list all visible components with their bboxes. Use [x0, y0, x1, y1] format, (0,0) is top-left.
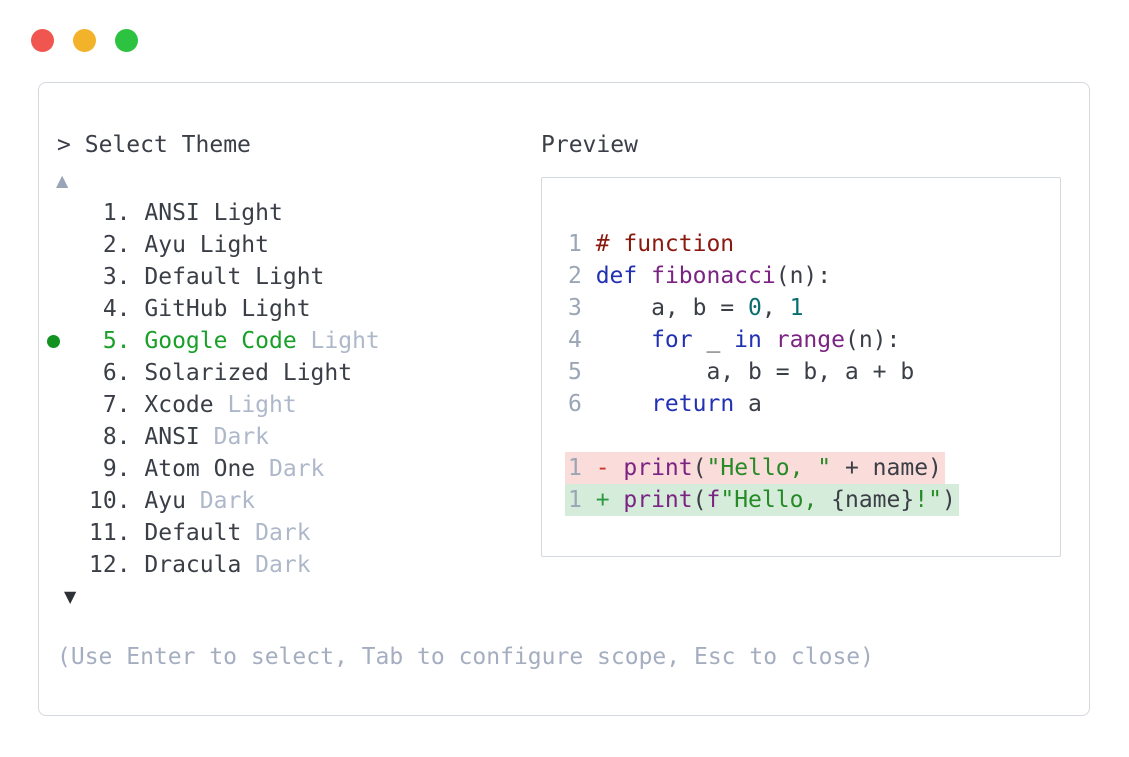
theme-variant: Light [310, 328, 380, 354]
minimize-window-button[interactable] [73, 29, 96, 52]
theme-name: Xcode [144, 392, 214, 418]
theme-number: 3. [102, 264, 131, 290]
theme-list-item[interactable]: 6. Solarized Light [47, 357, 541, 389]
line-number: 2 [568, 263, 582, 289]
theme-number: 9. [102, 456, 131, 482]
theme-variant: Dark [255, 520, 311, 546]
theme-name: GitHub [144, 296, 228, 322]
line-number: 3 [568, 295, 582, 321]
theme-variant: Dark [199, 488, 256, 514]
code-line: 6 return a [568, 388, 1042, 420]
theme-list-item[interactable]: 7. Xcode Light [47, 389, 541, 421]
theme-number: 2. [102, 232, 131, 258]
keyboard-hint: (Use Enter to select, Tab to configure s… [57, 644, 874, 670]
theme-list-item[interactable]: 2. Ayu Light [47, 229, 541, 261]
theme-number: 5. [102, 328, 131, 354]
theme-list-item[interactable]: 12. Dracula Dark [47, 549, 541, 581]
code-line: 1# function [568, 228, 1042, 260]
theme-list-item[interactable]: 9. Atom One Dark [47, 453, 541, 485]
theme-name: ANSI [144, 424, 200, 450]
theme-list-item[interactable]: 11. Default Dark [47, 517, 541, 549]
selection-marker [47, 334, 89, 348]
dialog-title: > Select Theme [57, 129, 541, 161]
theme-number: 1. [102, 200, 131, 226]
theme-variant: Dark [255, 552, 311, 578]
dialog-title-label: Select Theme [84, 132, 251, 158]
line-number: 1 [568, 231, 582, 257]
theme-variant: Light [255, 264, 325, 290]
line-number: 5 [568, 359, 582, 385]
theme-name: Atom One [144, 456, 256, 482]
theme-number: 4. [102, 296, 131, 322]
theme-variant: Light [213, 200, 283, 226]
theme-name: Dracula [144, 552, 242, 578]
code-line: 3 a, b = 0, 1 [568, 292, 1042, 324]
theme-variant: Dark [213, 424, 269, 450]
theme-variant: Light [241, 296, 311, 322]
theme-number: 7. [102, 392, 131, 418]
selected-theme-bullet-icon [47, 334, 60, 348]
theme-name: Ayu [144, 488, 186, 514]
code-line [568, 420, 1042, 452]
theme-name: Ayu [144, 232, 186, 258]
line-number: 6 [568, 391, 582, 417]
window-controls [31, 29, 138, 52]
scroll-down-icon[interactable]: ▼ [64, 587, 77, 606]
prompt-caret: > [57, 132, 71, 158]
theme-list-item[interactable]: 4. GitHub Light [47, 293, 541, 325]
diff-line-add: 1+ print(f"Hello, {name}!") [565, 484, 1042, 516]
theme-name: Default [144, 264, 242, 290]
theme-number: 11. [89, 520, 131, 546]
diff-line-del: 1- print("Hello, " + name) [565, 452, 1042, 484]
theme-name: Solarized [144, 360, 269, 386]
code-line: 4 for _ in range(n): [568, 324, 1042, 356]
theme-name: Google Code [144, 328, 297, 354]
theme-number: 12. [89, 552, 131, 578]
theme-name: Default [144, 520, 242, 546]
code-line: 5 a, b = b, a + b [568, 356, 1042, 388]
line-number: 4 [568, 327, 582, 353]
line-number: 1 [568, 455, 582, 481]
theme-list-item[interactable]: 1. ANSI Light [47, 197, 541, 229]
theme-list-item[interactable]: 5. Google Code Light [47, 325, 541, 357]
theme-list-item[interactable]: 3. Default Light [47, 261, 541, 293]
theme-variant: Light [282, 360, 353, 386]
theme-variant: Dark [269, 456, 325, 482]
theme-number: 10. [89, 488, 131, 514]
theme-number: 6. [102, 360, 131, 386]
scroll-up-icon[interactable]: ▲ [56, 171, 69, 190]
theme-name: ANSI [144, 200, 200, 226]
line-number: 1 [568, 487, 582, 513]
close-window-button[interactable] [31, 29, 54, 52]
preview-label: Preview [541, 132, 638, 158]
theme-variant: Light [199, 232, 270, 258]
theme-variant: Light [227, 392, 297, 418]
theme-list-item[interactable]: 8. ANSI Dark [47, 421, 541, 453]
theme-list-item[interactable]: 10. Ayu Dark [47, 485, 541, 517]
zoom-window-button[interactable] [115, 29, 138, 52]
theme-number: 8. [102, 424, 131, 450]
